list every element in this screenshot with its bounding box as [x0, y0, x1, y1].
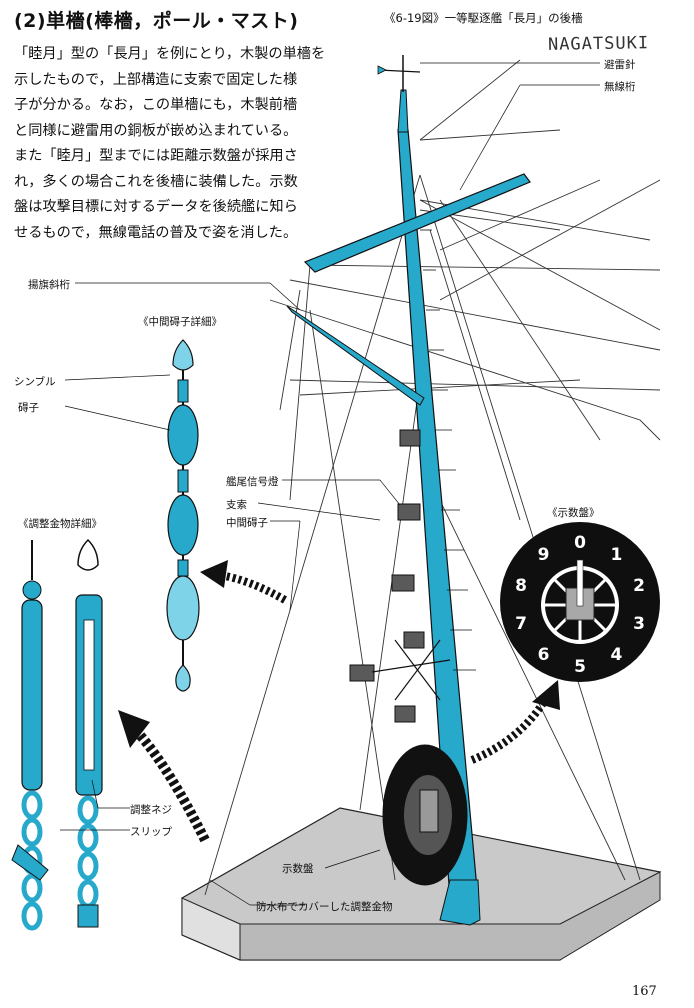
- dial-number: 8: [515, 576, 527, 596]
- label-lightning-rod: 避雷針: [604, 59, 636, 71]
- adjuster-detail-title: 《調整金物詳細》: [18, 518, 102, 530]
- body-line: 盤は攻撃目標に対するデータを後続艦に知ら: [14, 199, 298, 215]
- pointer-arrows: [118, 560, 560, 843]
- label-adjuster-covered: 防水布でカバーした調整金物: [256, 901, 393, 913]
- label-dial-board: 示数盤: [282, 863, 314, 875]
- dial-detail-title: 《示数盤》: [547, 507, 600, 519]
- label-thimble: シンブル: [14, 376, 56, 388]
- dial-number: 6: [538, 645, 550, 665]
- dial-number: 5: [574, 657, 586, 677]
- label-flag-gaff: 揚旗斜桁: [28, 279, 70, 291]
- insulator-detail: [166, 339, 200, 692]
- label-middle-insulator: 中間碍子: [226, 517, 268, 529]
- mast: [397, 89, 481, 926]
- dial-number: 3: [633, 614, 645, 634]
- section-title: (2)単檣(棒檣，ポール・マスト): [14, 10, 299, 32]
- wireless-yard: [303, 173, 531, 273]
- body-line: 「睦月」型の「長月」を例にとり，木製の単檣を: [14, 46, 326, 62]
- label-slip: スリップ: [130, 826, 172, 838]
- dial-number: 9: [538, 545, 550, 565]
- label-adjust-screw: 調整ネジ: [130, 804, 172, 816]
- dial-numbers: 0 12 34 5 67 89: [515, 533, 645, 677]
- body-text: 「睦月」型の「長月」を例にとり，木製の単檣を 示したもので，上部構造に支索で固定…: [14, 42, 330, 246]
- lightning-rod: [377, 55, 421, 92]
- dial-number: 4: [610, 645, 622, 665]
- body-line: 示したもので，上部構造に支索で固定した様: [14, 71, 298, 88]
- page-number: 167: [632, 984, 657, 999]
- dial-detail: 0 12 34 5 67 89: [500, 522, 660, 682]
- label-wireless-yard: 無線桁: [604, 81, 636, 93]
- signal-lamps: [349, 429, 425, 723]
- body-line: せるもので，無線電話の普及で姿を消した。: [14, 224, 298, 241]
- dial-number: 0: [574, 533, 586, 553]
- adjuster-detail: [11, 538, 103, 931]
- dial-number: 2: [633, 576, 645, 596]
- body-line: れ，多くの場合これを後檣に装備した。示数: [14, 173, 298, 190]
- figure-caption: 《6-19図》一等駆逐艦「長月」の後檣: [384, 11, 583, 25]
- body-line: と同様に避雷用の銅板が嵌め込まれている。: [14, 122, 298, 139]
- dial-number: 7: [515, 614, 527, 634]
- body-line: 子が分かる。なお，この単檣にも，木製前檣: [14, 97, 298, 113]
- label-stay: 支索: [226, 499, 247, 511]
- label-stern-signal-lamp: 艦尾信号燈: [226, 476, 279, 488]
- lamp-frame: [371, 639, 451, 701]
- dial-number: 1: [610, 545, 622, 565]
- flag-gaff: [286, 305, 425, 406]
- insulator-detail-title: 《中間碍子詳細》: [138, 316, 222, 328]
- body-line: また「睦月」型までには距離示数盤が採用さ: [14, 148, 298, 164]
- leader-lines: [60, 62, 600, 906]
- label-insulator: 碍子: [18, 402, 39, 414]
- mast-dial-board: [382, 744, 468, 886]
